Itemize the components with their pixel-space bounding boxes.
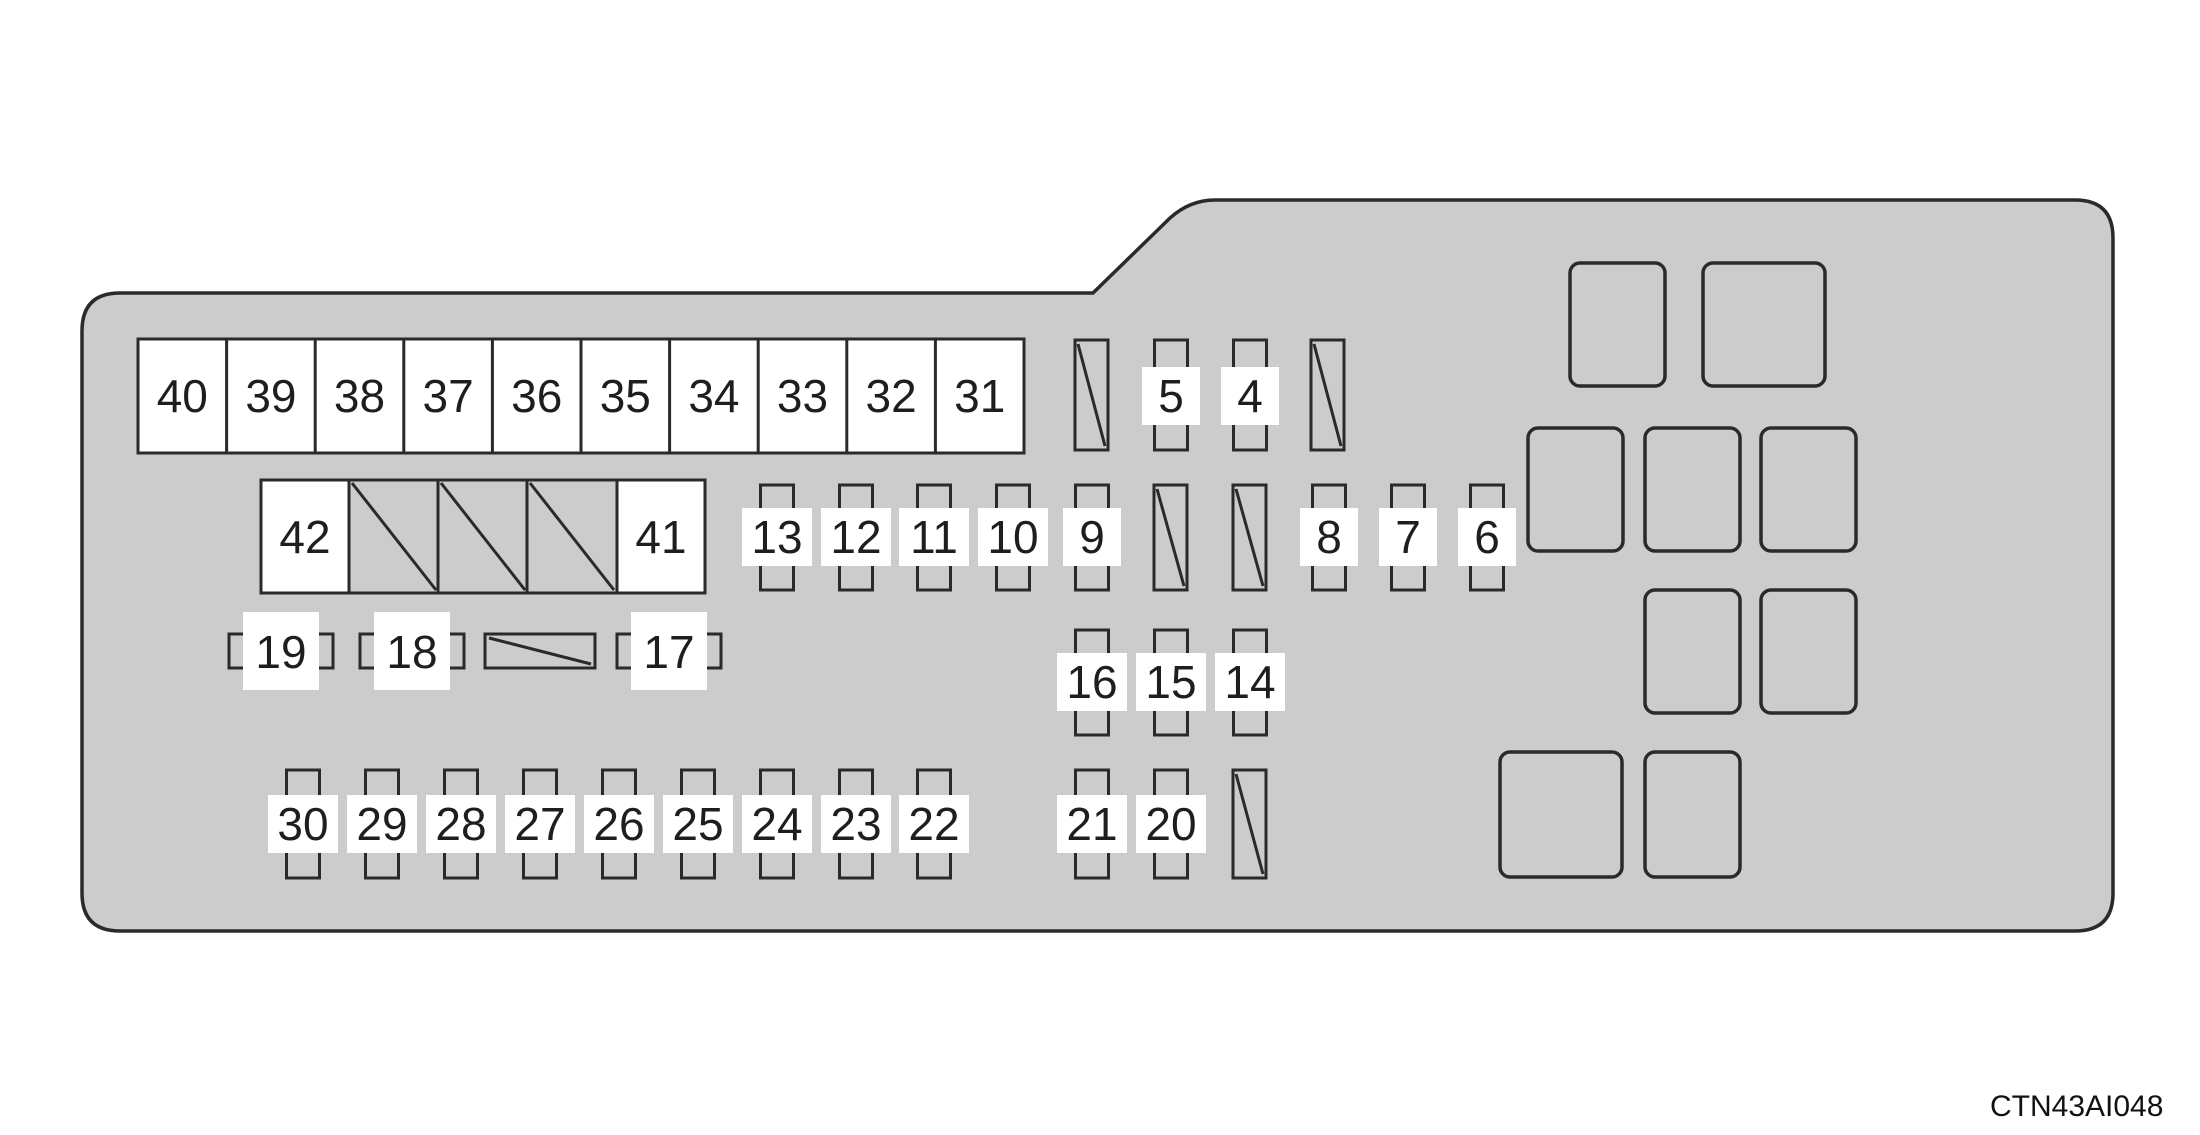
fuse-label-box-23 <box>821 795 891 853</box>
relay-socket <box>1568 261 1667 388</box>
fuse-label-box-20 <box>1136 795 1206 853</box>
relay-socket <box>1643 588 1742 715</box>
fuse-label-box-16 <box>1057 653 1127 711</box>
fuse-label-box-14 <box>1215 653 1285 711</box>
fuse-label-8: 8 <box>1316 511 1342 563</box>
fuse-label-21: 21 <box>1066 798 1117 850</box>
relay-socket <box>1701 261 1827 388</box>
fuse-label-18: 18 <box>386 626 437 678</box>
fuse-label-box-17 <box>631 612 707 690</box>
fuse-label-20: 20 <box>1145 798 1196 850</box>
fuse-label-box-13 <box>742 508 812 566</box>
fuse-label-box-5 <box>1142 367 1200 425</box>
fuse-label-box-7 <box>1379 508 1437 566</box>
relay-socket <box>1759 426 1858 553</box>
fuse-label-box-29 <box>347 795 417 853</box>
fuse-label-33: 33 <box>777 370 828 422</box>
empty-fuse-slot-horizontal <box>483 632 597 670</box>
fuse-label-39: 39 <box>245 370 296 422</box>
fuse-label-16: 16 <box>1066 656 1117 708</box>
fuse-label-box-8 <box>1300 508 1358 566</box>
empty-slot-slash <box>1234 488 1265 587</box>
relay-socket <box>1498 750 1624 879</box>
fuse-label-box-9 <box>1063 508 1121 566</box>
relay-blank-slash <box>439 482 527 591</box>
fuse-label-23: 23 <box>830 798 881 850</box>
fuse-label-6: 6 <box>1474 511 1500 563</box>
top-fuse-row: 40 39 38 37 36 35 34 33 32 31 <box>136 337 1026 455</box>
fuse-label-10: 10 <box>987 511 1038 563</box>
fuse-label-4: 4 <box>1237 370 1263 422</box>
fuse-label-box-22 <box>899 795 969 853</box>
fuse-label-box-24 <box>742 795 812 853</box>
fuse-label-7: 7 <box>1395 511 1421 563</box>
fuse-label-36: 36 <box>511 370 562 422</box>
relay-socket <box>1643 426 1742 553</box>
fuse-label-30: 30 <box>277 798 328 850</box>
fuse-label-25: 25 <box>672 798 723 850</box>
image-code: CTN43AI048 <box>1990 1090 2163 1123</box>
fuse-label-15: 15 <box>1145 656 1196 708</box>
relay-blank-slash <box>528 482 616 591</box>
fuse-label-31: 31 <box>954 370 1005 422</box>
empty-slot-slash <box>1312 343 1343 447</box>
fuse-label-27: 27 <box>514 798 565 850</box>
fuse-label-box-12 <box>821 508 891 566</box>
empty-slot-slash <box>1155 488 1186 587</box>
empty-slot-group <box>483 338 1346 880</box>
fuse-label-box-30 <box>268 795 338 853</box>
fuse-label-box-10 <box>978 508 1048 566</box>
fuse-label-24: 24 <box>751 798 802 850</box>
relay-42-cell <box>259 478 351 595</box>
fuse-label-box-27 <box>505 795 575 853</box>
relay-blank-slash <box>350 482 438 591</box>
relay-label-41: 41 <box>635 511 686 563</box>
fuse-label-box-25 <box>663 795 733 853</box>
relay-socket <box>1643 750 1742 879</box>
fuse-label-14: 14 <box>1224 656 1275 708</box>
fuse-label-12: 12 <box>830 511 881 563</box>
relay-socket <box>1759 588 1858 715</box>
fuse-label-13: 13 <box>751 511 802 563</box>
fuse-label-22: 22 <box>908 798 959 850</box>
fuse-label-17: 17 <box>643 626 694 678</box>
fuse-label-box-19 <box>243 612 319 690</box>
fuse-label-37: 37 <box>423 370 474 422</box>
relay-socket <box>1526 426 1625 553</box>
fuse-label-box-28 <box>426 795 496 853</box>
relay-label-42: 42 <box>279 511 330 563</box>
small-fuse-group: 4 5 6 7 8 9 10 11 12 13 14 15 16 17 18 19 20 21 22 23 24 25 26… <box>227 338 1516 880</box>
fuse-label-40: 40 <box>157 370 208 422</box>
fuse-label-5: 5 <box>1158 370 1184 422</box>
relay-block: 42 41 <box>259 478 707 595</box>
fuse-label-35: 35 <box>600 370 651 422</box>
fuse-label-box-6 <box>1458 508 1516 566</box>
empty-slot-slash <box>488 636 592 666</box>
fuse-label-34: 34 <box>688 370 739 422</box>
fuse-label-box-18 <box>374 612 450 690</box>
fuse-label-box-21 <box>1057 795 1127 853</box>
fuse-label-29: 29 <box>356 798 407 850</box>
fuse-label-box-26 <box>584 795 654 853</box>
fuse-label-26: 26 <box>593 798 644 850</box>
empty-slot-slash <box>1076 343 1107 447</box>
fuse-label-box-4 <box>1221 367 1279 425</box>
fuse-label-box-11 <box>899 508 969 566</box>
empty-slot-slash <box>1234 773 1265 875</box>
fuse-label-box-15 <box>1136 653 1206 711</box>
fuse-label-38: 38 <box>334 370 385 422</box>
fuse-label-28: 28 <box>435 798 486 850</box>
fuse-label-19: 19 <box>255 626 306 678</box>
fuse-label-32: 32 <box>866 370 917 422</box>
fuse-label-11: 11 <box>910 511 958 563</box>
relay-socket-group <box>1498 261 1858 879</box>
relay-41-cell <box>615 478 707 595</box>
fuse-label-9: 9 <box>1079 511 1105 563</box>
